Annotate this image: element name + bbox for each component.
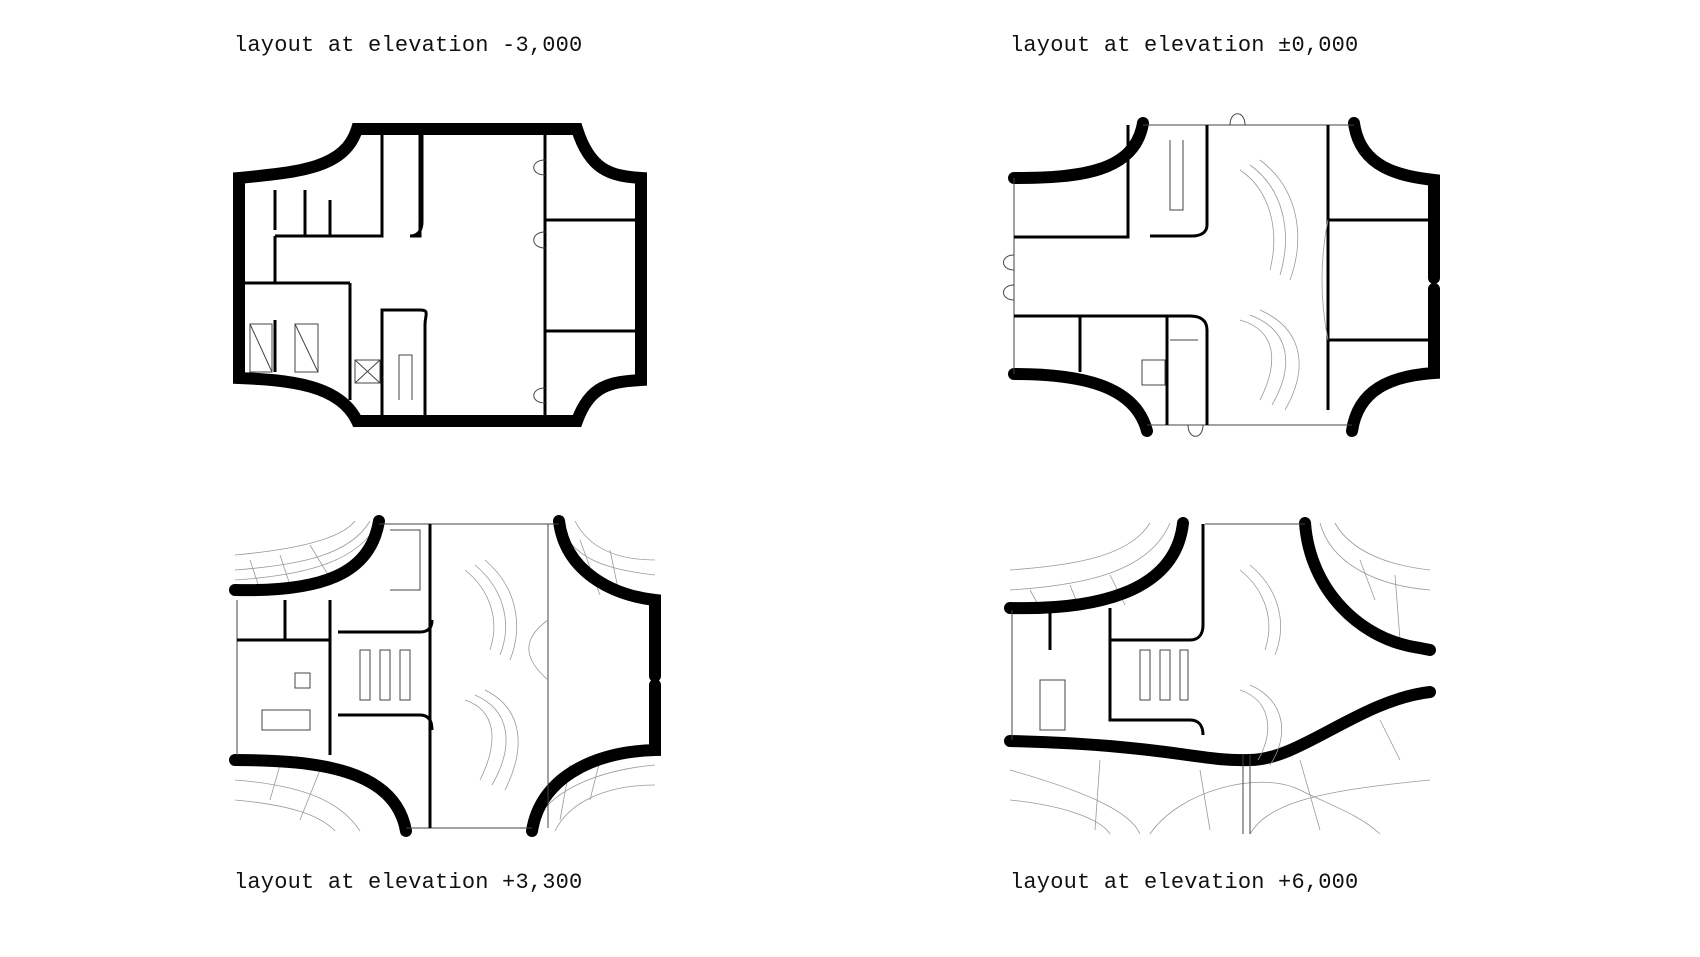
plan-label-plus-6000: layout at elevation +6,000 (1010, 870, 1359, 895)
plan-label-minus-3000: layout at elevation -3,000 (234, 33, 583, 58)
floor-plan-0000 (1003, 113, 1440, 437)
floor-plan-plus-3300 (229, 515, 661, 837)
plan-label-0000: layout at elevation ±0,000 (1010, 33, 1359, 58)
floor-plan-plus-6000 (1004, 517, 1436, 835)
floor-plan-minus-3000 (233, 123, 647, 427)
plan-label-plus-3300: layout at elevation +3,300 (234, 870, 583, 895)
